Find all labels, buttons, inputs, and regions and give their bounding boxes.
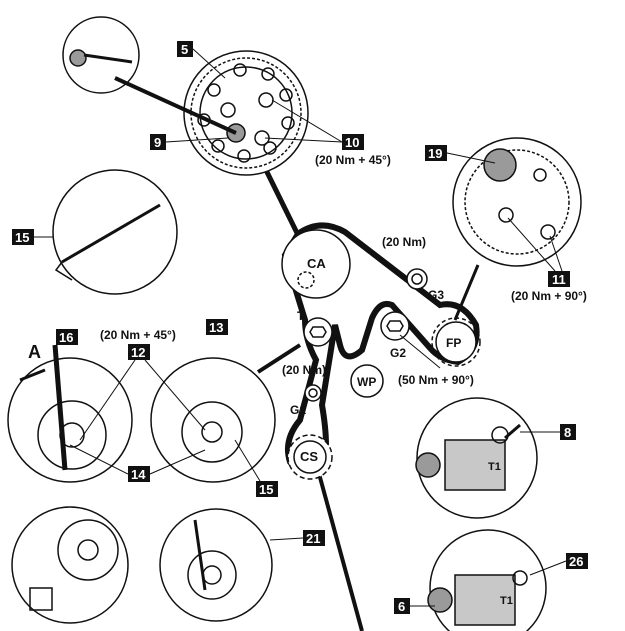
svg-text:13: 13 <box>209 320 223 335</box>
callout-13: 13 <box>206 319 228 335</box>
callout-8: 8 <box>520 424 576 440</box>
cam-lock-detail-8 <box>415 397 538 519</box>
timing-belt <box>281 222 480 478</box>
camshaft-pulley <box>281 229 351 299</box>
torque-g3: (20 Nm) <box>382 235 426 249</box>
fp-sprocket-detail <box>452 137 582 321</box>
crank-detail-21 <box>159 508 273 622</box>
callout-16: 16 <box>56 329 78 345</box>
callout-6: 6 <box>394 598 435 614</box>
svg-text:21: 21 <box>306 531 320 546</box>
label-g3: G3 <box>428 288 444 302</box>
callout-26: 26 <box>529 553 588 576</box>
torque-10: (20 Nm + 45°) <box>315 153 391 167</box>
svg-text:5: 5 <box>181 42 188 57</box>
crank-drive-line <box>316 469 364 631</box>
callout-15-top: 15 <box>12 229 53 245</box>
callout-14: 14 <box>69 444 206 482</box>
label-g1: G1 <box>290 403 306 417</box>
svg-text:8: 8 <box>564 425 571 440</box>
svg-text:19: 19 <box>428 146 442 161</box>
svg-text:11: 11 <box>552 272 566 287</box>
callout-10: 10 <box>264 99 364 150</box>
label-t: T <box>297 309 305 323</box>
torque-g2: (50 Nm + 90°) <box>398 373 474 387</box>
svg-text:15: 15 <box>15 230 29 245</box>
crankshaft-pulley <box>287 434 333 480</box>
callout-21: 21 <box>269 530 325 546</box>
label-g2: G2 <box>390 346 406 360</box>
svg-text:10: 10 <box>345 135 359 150</box>
label-ca: CA <box>307 256 326 271</box>
callout-11: 11 <box>507 217 570 287</box>
tensioner-pulley <box>303 317 333 347</box>
torque-12: (20 Nm + 45°) <box>100 328 176 342</box>
callout-19: 19 <box>425 145 496 164</box>
svg-text:9: 9 <box>154 135 161 150</box>
svg-text:6: 6 <box>398 599 405 614</box>
torque-g1: (20 Nm) <box>282 363 326 377</box>
svg-text:12: 12 <box>131 345 145 360</box>
svg-text:15: 15 <box>259 482 273 497</box>
svg-text:14: 14 <box>131 467 146 482</box>
cam-lock-detail-26 <box>427 529 547 631</box>
crank-detail-left <box>11 506 129 624</box>
torque-11: (20 Nm + 90°) <box>511 289 587 303</box>
guide-g2-pulley <box>380 311 410 341</box>
tool-15-detail <box>52 169 178 295</box>
label-t1-bottom: T1 <box>500 595 513 607</box>
svg-text:26: 26 <box>569 554 583 569</box>
cam-leader-line <box>263 168 301 237</box>
label-wp: WP <box>357 375 376 389</box>
cam-sprocket-detail <box>183 50 309 176</box>
g2-torque-leader <box>399 334 441 369</box>
water-pump-pulley <box>350 364 384 398</box>
callout-9: 9 <box>150 134 229 150</box>
guide-g3-pulley <box>406 268 428 290</box>
label-t1-top: T1 <box>488 461 501 473</box>
callout-5: 5 <box>177 41 226 79</box>
locking-pin-tool <box>62 16 237 135</box>
guide-g1-pulley <box>304 384 322 402</box>
label-fp: FP <box>446 336 461 350</box>
view-a-label: A <box>28 342 41 362</box>
svg-text:16: 16 <box>59 330 73 345</box>
tensioner-detail-a <box>7 344 133 483</box>
label-cs: CS <box>300 449 318 464</box>
callout-12: 12 <box>79 344 206 441</box>
callout-15-bottom: 15 <box>234 439 278 497</box>
tensioner-detail-13 <box>150 343 302 483</box>
